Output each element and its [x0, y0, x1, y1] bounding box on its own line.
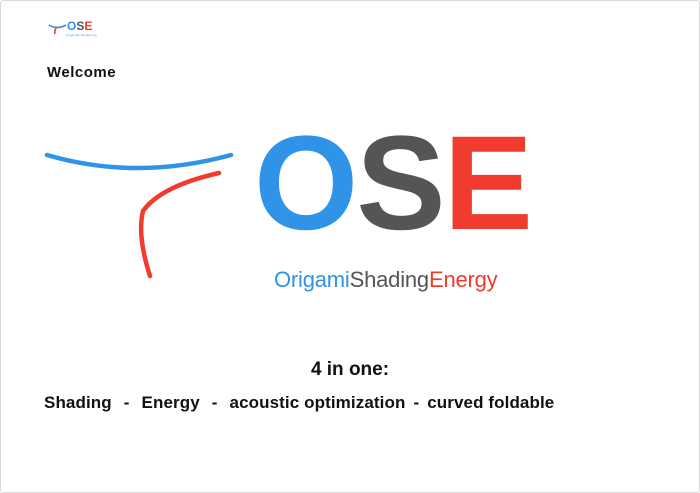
ose-logo-mark-icon: [41, 141, 241, 286]
ose-logo-letters: OSE: [254, 119, 531, 249]
feature-acoustic: acoustic optimization: [230, 393, 406, 412]
small-logo-letter-e: E: [84, 19, 92, 33]
logo-letter-s: S: [356, 119, 443, 249]
logo-tagline: OrigamiShadingEnergy: [274, 267, 497, 293]
logo-letter-o: O: [254, 119, 356, 249]
small-logo-text: OSE: [67, 20, 92, 32]
small-logo-subtitle: OrigamiShadingEnergy: [66, 33, 97, 37]
feature-curved-foldable: curved foldable: [427, 393, 554, 412]
feature-list: Shading-Energy-acoustic optimization-cur…: [44, 393, 554, 413]
four-in-one-heading: 4 in one:: [1, 359, 699, 381]
small-logo-letter-o: O: [67, 19, 76, 33]
small-logo: OSE OrigamiShadingEnergy: [48, 19, 100, 41]
tagline-shading: Shading: [350, 267, 429, 292]
welcome-heading: Welcome: [47, 64, 116, 81]
feature-separator: -: [200, 393, 230, 413]
feature-shading: Shading: [44, 393, 112, 412]
small-logo-mark-icon: [48, 19, 68, 35]
tagline-origami: Origami: [274, 267, 350, 292]
logo-letter-e: E: [444, 119, 531, 249]
feature-energy: Energy: [142, 393, 200, 412]
feature-separator: -: [405, 393, 427, 413]
tagline-energy: Energy: [429, 267, 498, 292]
feature-separator: -: [112, 393, 142, 413]
